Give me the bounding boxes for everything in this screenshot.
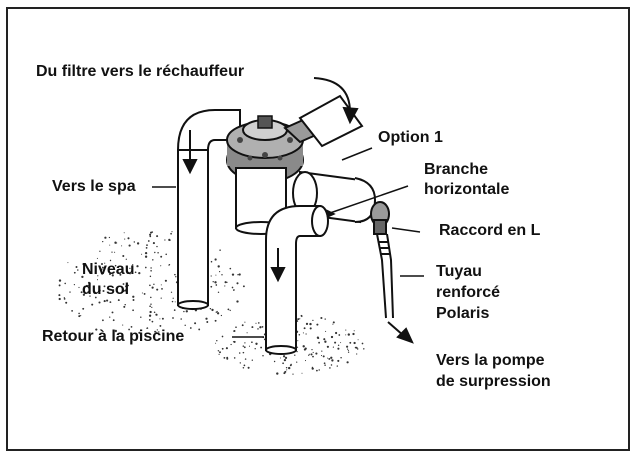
polaris-hose xyxy=(376,233,394,319)
ground-speckles xyxy=(58,231,365,375)
label-pump-line1: Vers la pompe xyxy=(436,352,545,369)
label-return-pool: Retour à la piscine xyxy=(42,328,185,345)
leader-lines xyxy=(152,147,424,338)
label-elbow: Raccord en L xyxy=(439,222,541,239)
pump-flow-arrow xyxy=(387,321,414,344)
label-branch-line2: horizontale xyxy=(424,181,510,198)
return-pipe xyxy=(265,205,329,355)
label-ground-line2: du sol xyxy=(82,281,130,298)
label-from-filter: Du filtre vers le réchauffeur xyxy=(36,63,245,80)
elbow-fitting xyxy=(370,201,390,235)
label-to-spa: Vers le spa xyxy=(52,178,136,195)
label-hose-line1: Tuyau xyxy=(436,263,482,280)
label-ground-line1: Niveau xyxy=(82,261,135,278)
label-pump-line2: de surpression xyxy=(436,373,551,390)
label-option: Option 1 xyxy=(378,129,443,146)
spa-pipe xyxy=(176,109,241,310)
spa-flow-arrow xyxy=(182,130,198,175)
filter-flow-arrow xyxy=(313,77,359,125)
label-hose-line3: Polaris xyxy=(436,305,490,322)
return-flow-arrow xyxy=(270,248,286,283)
label-branch-line1: Branche xyxy=(424,161,489,178)
label-hose-line2: renforcé xyxy=(436,284,501,301)
